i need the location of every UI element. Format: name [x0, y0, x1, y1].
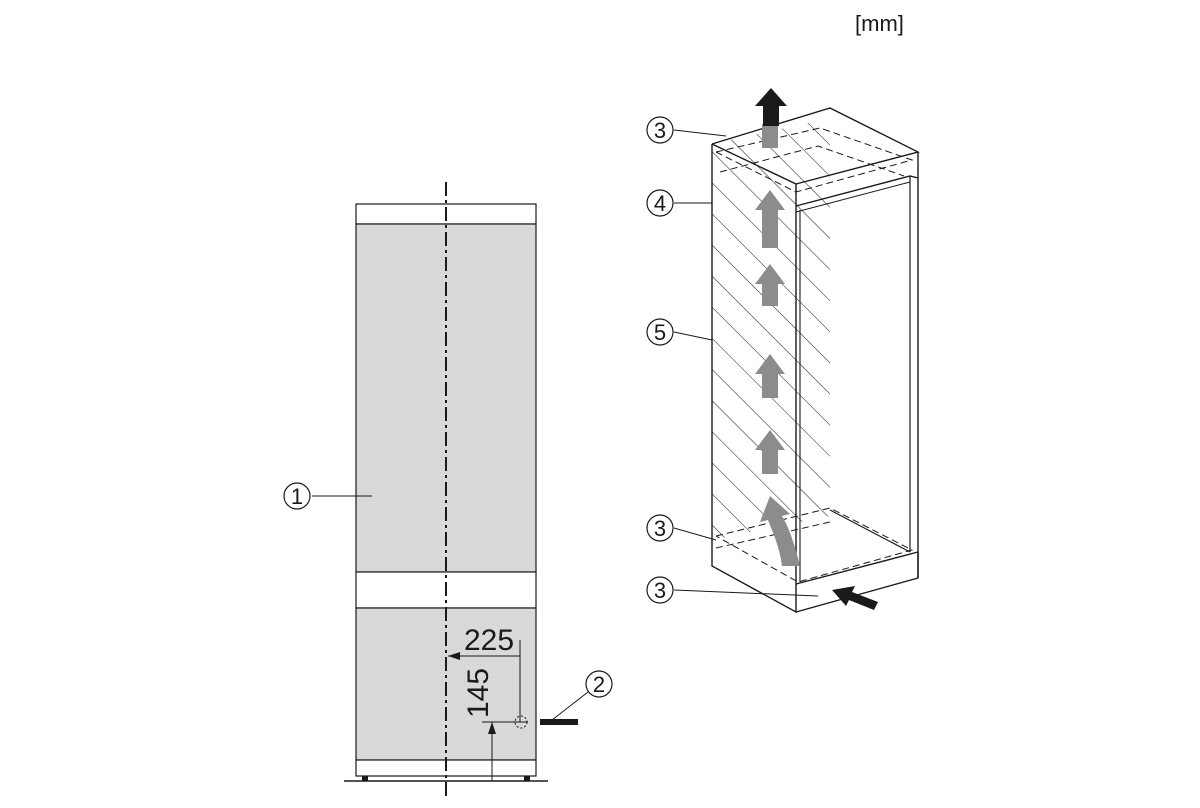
- airflow-arrow-3: [755, 354, 785, 398]
- callout-2-label: 2: [593, 672, 605, 697]
- unit-label: [mm]: [855, 11, 904, 36]
- dim-145-arrowhead: [488, 722, 496, 734]
- callout-3-bottom: 3: [646, 576, 819, 604]
- callout-3-middle-circle: [646, 514, 674, 542]
- callout-3-top-circle: [646, 116, 674, 144]
- callout-4-label: 4: [654, 191, 666, 216]
- top-vent-dashed: [715, 127, 914, 193]
- callout-5-circle: [646, 318, 674, 346]
- callout-2-circle: [585, 670, 613, 698]
- cabinet-bottom-back: [829, 509, 911, 553]
- callout-3-top: 3: [646, 116, 727, 144]
- foot-left: [362, 776, 368, 781]
- callout-5-label: 5: [654, 320, 666, 345]
- airflow-arrows: [755, 124, 800, 566]
- dim-225-label: 225: [464, 624, 514, 657]
- exhaust-arrow-icon: [755, 88, 787, 126]
- airflow-arrow-2: [755, 264, 785, 306]
- callout-3-bottom-leader: [673, 589, 819, 597]
- bottom-vent-dashed-inner: [715, 521, 831, 549]
- airflow-arrow-4: [755, 430, 785, 474]
- callout-5-leader: [673, 331, 713, 341]
- connection-point: [514, 715, 528, 729]
- airflow-arrow-top-grey: [762, 124, 778, 148]
- callout-3-top-leader: [673, 129, 727, 137]
- callout-1-label: 1: [291, 484, 303, 509]
- dim-145-label: 145: [462, 668, 495, 718]
- callout-1-circle: [283, 482, 311, 510]
- callout-3-bottom-circle: [646, 576, 674, 604]
- foot-right: [524, 776, 530, 781]
- dim-225-arrowhead: [448, 652, 460, 660]
- airflow-arrow-1: [755, 190, 785, 248]
- callout-3-top-label: 3: [654, 118, 666, 143]
- intake-arrow-icon: [832, 586, 878, 610]
- callout-3-middle: 3: [646, 514, 717, 542]
- callout-3-bottom-label: 3: [654, 578, 666, 603]
- callout-4: 4: [646, 189, 712, 217]
- airflow-arrow-curved: [760, 496, 800, 566]
- callout-2-leader: [551, 691, 589, 721]
- callout-4-circle: [646, 189, 674, 217]
- callout-3-middle-label: 3: [654, 516, 666, 541]
- cabinet-upper-rail: [795, 175, 919, 207]
- callout-5: 5: [646, 318, 713, 346]
- cabinet-upper-rail-2: [795, 181, 911, 213]
- top-vent-dashed-inner: [719, 145, 905, 177]
- hatched-side-panel: [712, 118, 830, 540]
- front-view: 225 145 1 2: [283, 182, 613, 796]
- callout-3-middle-leader: [673, 527, 717, 541]
- cabinet-isometric: 3 4 5 3 3: [646, 88, 920, 614]
- bottom-vent-dashed: [715, 507, 914, 583]
